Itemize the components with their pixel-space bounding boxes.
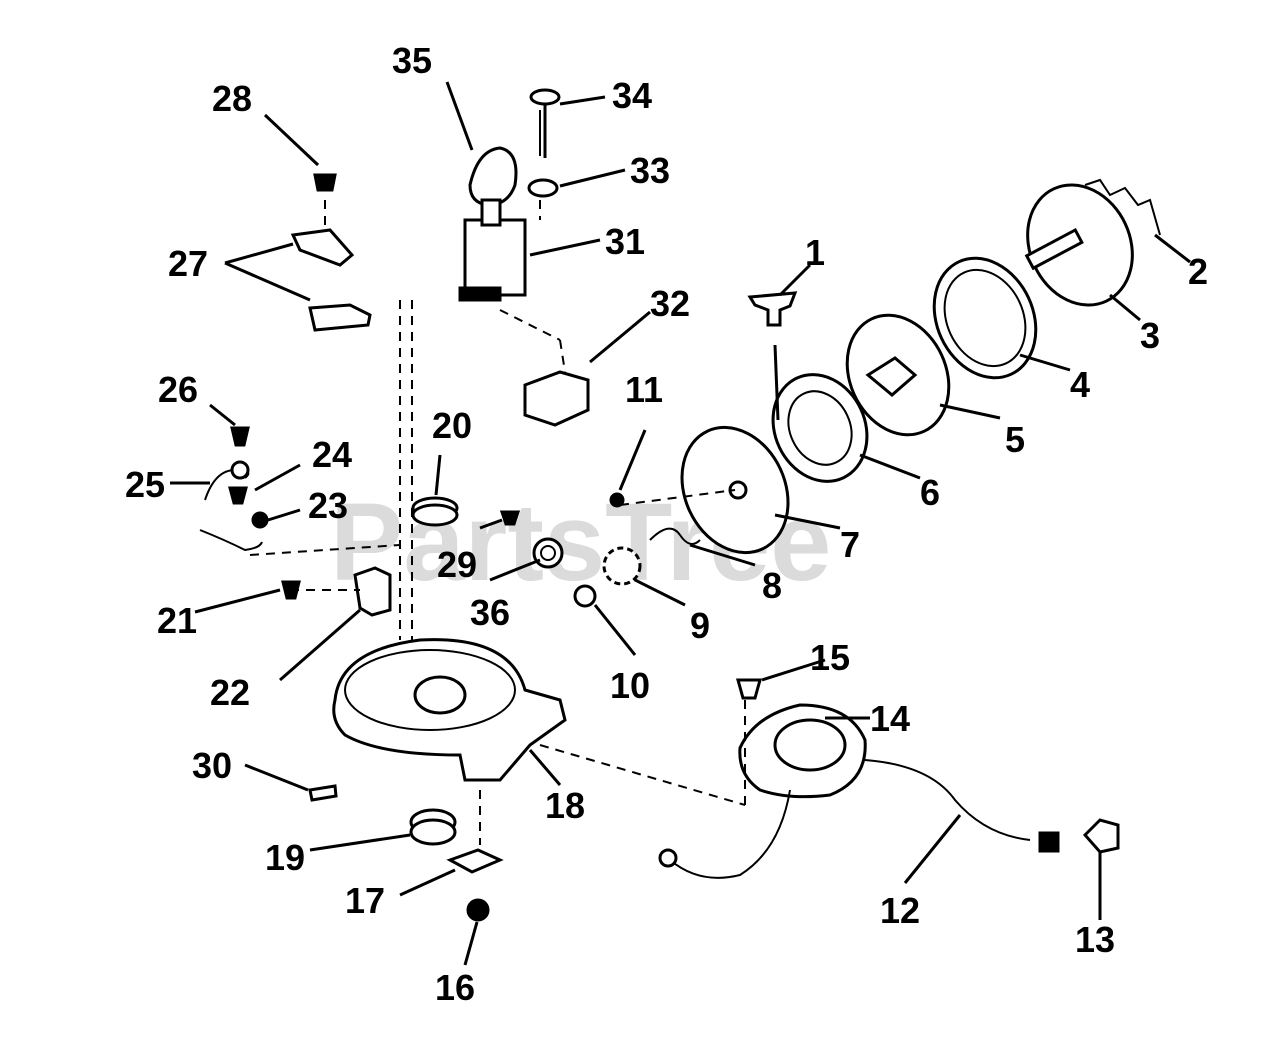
part-30-pin [308, 784, 338, 802]
callout-18: 18 [545, 785, 585, 826]
callout-30: 30 [192, 745, 232, 786]
callout-32: 32 [650, 283, 690, 324]
callout-15: 15 [810, 637, 850, 678]
callout-6: 6 [920, 472, 940, 513]
part-29-screw [499, 510, 521, 526]
part-36-spring [532, 537, 564, 569]
callout-22: 22 [210, 672, 250, 713]
callout-35: 35 [392, 40, 432, 81]
alignment-lines [249, 200, 746, 845]
callout-10: 10 [610, 665, 650, 706]
callout-27: 27 [168, 243, 208, 284]
part-16-screw [466, 898, 490, 922]
part-28-screw [313, 173, 337, 192]
part-32-bracket [523, 370, 590, 427]
callout-34: 34 [612, 75, 652, 116]
part-34-screw [529, 88, 561, 106]
part-24-screw [228, 486, 248, 505]
callout-3: 3 [1140, 315, 1160, 356]
part-26-screw [230, 426, 250, 447]
part-22-stop [353, 566, 392, 617]
callout-4: 4 [1070, 364, 1090, 405]
callout-23: 23 [308, 485, 348, 526]
callout-25: 25 [125, 464, 165, 505]
callout-11: 11 [625, 369, 663, 410]
callout-19: 19 [265, 837, 305, 878]
callout-9: 9 [690, 605, 710, 646]
part-27-clip-upper [290, 228, 355, 267]
callout-14: 14 [870, 698, 910, 739]
callout-13: 13 [1075, 919, 1115, 960]
part-10-pawl [573, 584, 597, 608]
callout-21: 21 [157, 600, 197, 641]
part-12-wire [864, 759, 1031, 841]
callout-26: 26 [158, 369, 198, 410]
part-27-clip-lower [308, 303, 372, 332]
callout-29: 29 [437, 544, 477, 585]
callout-8: 8 [762, 565, 782, 606]
callout-17: 17 [345, 880, 385, 921]
part-33-washer [527, 178, 559, 198]
part-8-spring [649, 527, 701, 545]
callout-labels: 1 2 3 4 5 6 7 8 9 10 11 12 13 14 15 16 1… [125, 40, 1208, 1008]
part-13-boot [1082, 818, 1120, 854]
callout-5: 5 [1005, 419, 1025, 460]
callout-24: 24 [312, 434, 352, 475]
callout-36: 36 [470, 592, 510, 633]
part-35-knob [468, 146, 518, 207]
callout-28: 28 [212, 78, 252, 119]
callout-16: 16 [435, 967, 475, 1008]
callout-2: 2 [1188, 251, 1208, 292]
part-9-gear [602, 546, 642, 586]
callout-1: 1 [805, 232, 825, 273]
callout-31: 31 [605, 221, 645, 262]
callout-20: 20 [432, 405, 472, 446]
part-31-switch [463, 218, 527, 297]
callout-33: 33 [630, 150, 670, 191]
leader-lines [170, 81, 1191, 966]
part-11-pin [609, 492, 625, 508]
part-1-pin [747, 291, 798, 327]
part-15-screw [736, 678, 762, 700]
callout-7: 7 [840, 524, 860, 565]
part-13-boot-nut [1038, 831, 1060, 853]
part-23-nut [251, 511, 269, 529]
part-17-plate [446, 848, 504, 874]
part-2-rope [1084, 178, 1161, 236]
callout-12: 12 [880, 890, 920, 931]
